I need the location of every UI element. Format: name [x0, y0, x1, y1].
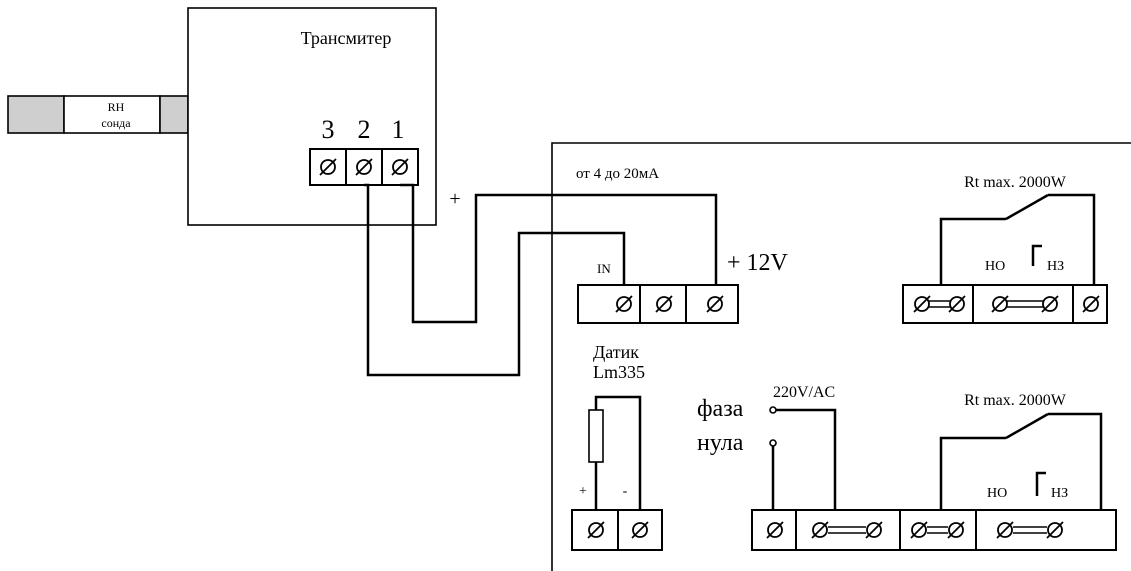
- sensor-plus-label: +: [579, 484, 587, 499]
- transmitter-title: Трансмитер: [301, 28, 392, 48]
- relay-1-rating: Rt max. 2000W: [964, 174, 1067, 191]
- transmitter-terminal-number-1: 1: [392, 115, 405, 144]
- relay-2-nc-label: НЗ: [1051, 486, 1068, 501]
- transmitter-box: Трансмитер 3 2 1: [187, 7, 437, 226]
- probe-label-sonda: сонда: [101, 116, 131, 130]
- probe-label-rh: RH: [108, 100, 125, 114]
- sensor-minus-label: -: [623, 484, 628, 499]
- transmitter-terminal-number-3: 3: [322, 115, 335, 144]
- resistor-icon: [588, 409, 604, 463]
- power-label: 220V/AC: [773, 384, 835, 401]
- neutral-label: нула: [697, 430, 744, 456]
- relay-2: Rt max. 2000W НО НЗ: [939, 392, 1103, 530]
- plus-sign: +: [449, 188, 460, 210]
- relay-1: Rt max. 2000W НО НЗ: [902, 174, 1108, 324]
- rh-probe: RH сонда: [7, 95, 189, 134]
- power-input: фаза нула 220V/AC: [697, 384, 837, 510]
- controller-enclosure: [551, 142, 1131, 571]
- relay-2-no-label: НО: [987, 486, 1007, 501]
- power-relay-terminal-block: [751, 509, 1117, 551]
- supply-label: + 12V: [727, 250, 789, 276]
- relay-1-nc-label: НЗ: [1047, 259, 1064, 274]
- transmitter-terminal-number-2: 2: [358, 115, 371, 144]
- sensor-label-line1: Датик: [593, 342, 639, 362]
- current-range-label: от 4 до 20мА: [576, 166, 659, 182]
- temperature-sensor: Датик Lm335 + -: [571, 342, 663, 551]
- signal-wires: [364, 183, 718, 377]
- sensor-label-line2: Lm335: [593, 362, 645, 382]
- relay-1-no-label: НО: [985, 259, 1005, 274]
- relay-2-rating: Rt max. 2000W: [964, 392, 1067, 409]
- phase-label: фаза: [697, 396, 744, 422]
- input-label: IN: [597, 261, 611, 276]
- input-terminal-block: от 4 до 20мА IN + 12V: [576, 166, 789, 324]
